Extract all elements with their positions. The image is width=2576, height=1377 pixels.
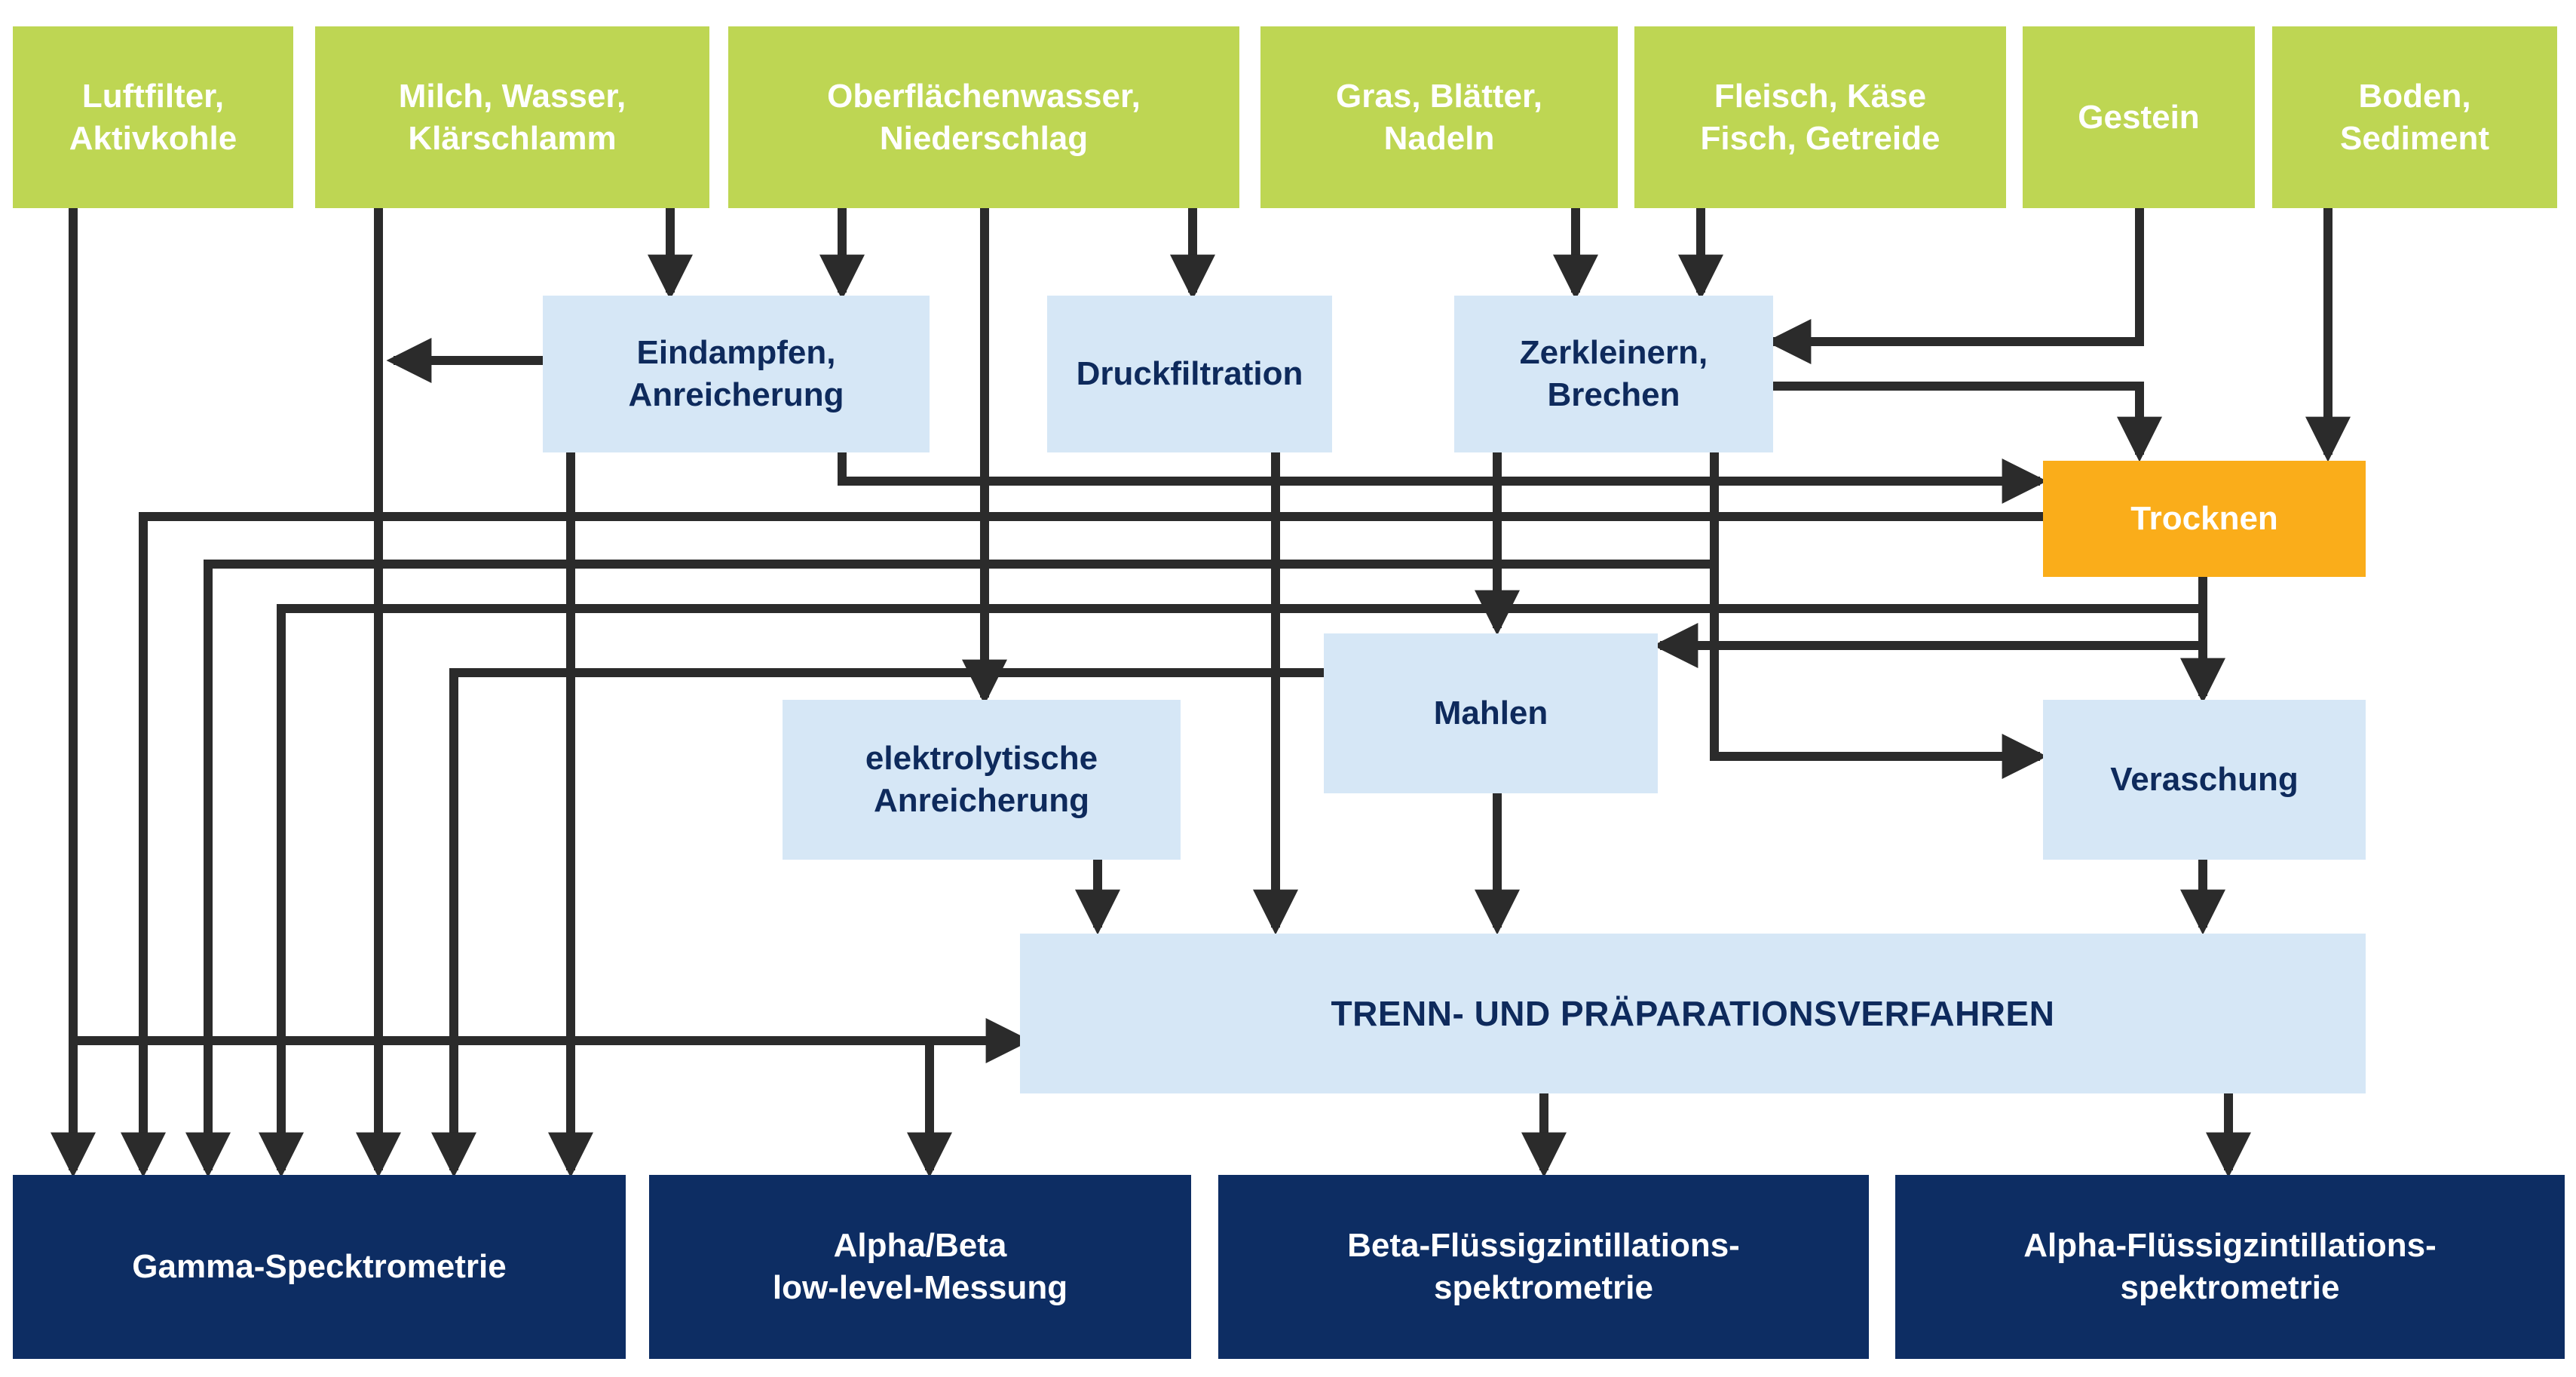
- process-trennung: TRENN- UND PRÄPARATIONSVERFAHREN: [1020, 934, 2366, 1093]
- arrow-eindampfen-trocknen: [838, 452, 2048, 504]
- process-elektrolytisch: elektrolytische Anreicherung: [783, 700, 1181, 860]
- source-fleisch: Fleisch, Käse Fisch, Getreide: [1634, 26, 2006, 208]
- process-mahlen: Mahlen: [1324, 633, 1658, 793]
- process-eindampfen: Eindampfen, Anreicherung: [543, 296, 930, 452]
- process-zerkleinern: Zerkleinern, Brechen: [1454, 296, 1773, 452]
- arrow-zerkleinern-trocknen: [1773, 382, 2162, 462]
- output-alphabeta: Alpha/Beta low-level-Messung: [649, 1175, 1191, 1359]
- source-luftfilter: Luftfilter, Aktivkohle: [13, 26, 293, 208]
- arrow-zerkleinern-veraschung: [1710, 564, 2048, 779]
- arrow-gestein-zerkleinern: [1766, 208, 2144, 364]
- source-milch: Milch, Wasser, Klärschlamm: [315, 26, 709, 208]
- arrow-trocknen-gamma: [121, 512, 2043, 1178]
- source-gras: Gras, Blätter, Nadeln: [1260, 26, 1618, 208]
- source-boden: Boden, Sediment: [2272, 26, 2557, 208]
- source-oberflaechenwasser: Oberflächenwasser, Niederschlag: [728, 26, 1239, 208]
- output-gamma: Gamma-Specktrometrie: [13, 1175, 626, 1359]
- process-trocknen: Trocknen: [2043, 461, 2366, 577]
- arrow-mahlen-gamma: [431, 668, 1324, 1178]
- process-druckfiltration: Druckfiltration: [1047, 296, 1332, 452]
- output-beta-fluessig: Beta-Flüssigzintillations- spektrometrie: [1218, 1175, 1869, 1359]
- source-gestein: Gestein: [2023, 26, 2255, 208]
- arrow-zerkleinern-gamma: [185, 452, 1719, 1178]
- output-alpha-fluessig: Alpha-Flüssigzintillations- spektrometri…: [1895, 1175, 2565, 1359]
- process-veraschung: Veraschung: [2043, 700, 2366, 860]
